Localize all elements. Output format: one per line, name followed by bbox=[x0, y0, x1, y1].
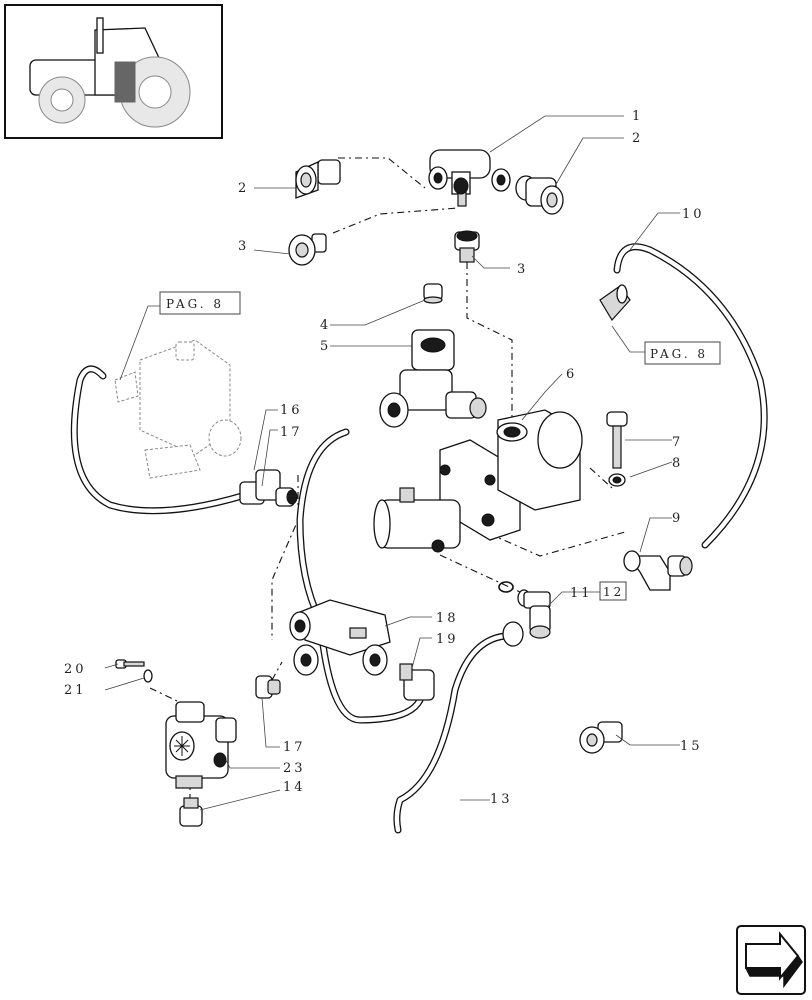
callout-3-center: 3 bbox=[517, 262, 528, 277]
o-ring-11 bbox=[498, 581, 514, 593]
elbow-fitting-9 bbox=[623, 550, 693, 591]
callout-19: 17 bbox=[283, 740, 306, 755]
callout-17: 17 bbox=[280, 425, 303, 440]
callout-2-right: 2 bbox=[632, 131, 643, 146]
tractor-icon bbox=[29, 17, 191, 128]
plug-15 bbox=[579, 721, 623, 754]
callout-3-left: 3 bbox=[238, 239, 249, 254]
callout-11: 11 bbox=[570, 586, 593, 601]
fitting-14 bbox=[179, 797, 203, 827]
plug-3-left bbox=[288, 233, 327, 266]
washer-22 bbox=[143, 669, 153, 683]
callout-2-left: 2 bbox=[238, 181, 249, 196]
cap-4 bbox=[423, 283, 443, 304]
fitting-5 bbox=[379, 329, 487, 428]
callout-10: 10 bbox=[682, 207, 705, 222]
valve-23 bbox=[165, 701, 237, 789]
callout-12-box bbox=[599, 581, 627, 601]
callout-6: 6 bbox=[566, 367, 577, 382]
page-ref-right-text: PAG. 8 bbox=[650, 347, 708, 361]
callout-18: 18 bbox=[436, 611, 459, 626]
elbow-fitting-12 bbox=[517, 589, 551, 639]
plug-3-center bbox=[454, 230, 480, 263]
nipple-19 bbox=[255, 675, 281, 699]
callout-7: 7 bbox=[672, 435, 683, 450]
fitting-20 bbox=[399, 663, 435, 701]
callout-13: 13 bbox=[490, 792, 513, 807]
tee-fitting-1 bbox=[428, 149, 511, 207]
page-ref-right[interactable]: PAG. 8 bbox=[644, 341, 721, 365]
washer-8 bbox=[608, 473, 626, 487]
bolt-7 bbox=[606, 411, 628, 469]
callout-20: 19 bbox=[436, 632, 459, 647]
manifold-18 bbox=[289, 599, 391, 676]
callout-16: 16 bbox=[280, 403, 303, 418]
callout-12: 12 bbox=[603, 585, 624, 599]
callout-8: 8 bbox=[672, 456, 683, 471]
page-ref-left-text: PAG. 8 bbox=[166, 297, 224, 311]
callout-22: 21 bbox=[64, 683, 87, 698]
callout-4: 4 bbox=[320, 318, 331, 333]
solenoid-ghost-left bbox=[114, 339, 242, 479]
valve-block-6 bbox=[373, 409, 583, 553]
elbow-fitting-2-right bbox=[515, 175, 564, 215]
leader-lines bbox=[104, 115, 680, 811]
callout-21: 20 bbox=[64, 662, 87, 677]
elbow-fitting-2-left bbox=[295, 159, 341, 199]
tractor-thumbnail bbox=[4, 4, 223, 139]
callout-9: 9 bbox=[672, 511, 683, 526]
hose-end-13 bbox=[502, 621, 524, 647]
callout-23: 23 bbox=[283, 761, 306, 776]
callout-labels: 1 2 2 3 3 4 5 6 7 8 9 10 11 12 13 14 15 … bbox=[64, 109, 705, 807]
next-page-arrow-icon[interactable] bbox=[736, 925, 806, 995]
callout-15: 15 bbox=[680, 739, 703, 754]
screw-21 bbox=[115, 659, 145, 669]
elbow-fitting-16-17 bbox=[239, 469, 298, 507]
fitting-10-end bbox=[599, 284, 631, 322]
callout-5: 5 bbox=[320, 339, 331, 354]
callout-14: 14 bbox=[283, 780, 306, 795]
page-ref-left[interactable]: PAG. 8 bbox=[159, 291, 241, 315]
callout-1: 1 bbox=[632, 109, 643, 124]
